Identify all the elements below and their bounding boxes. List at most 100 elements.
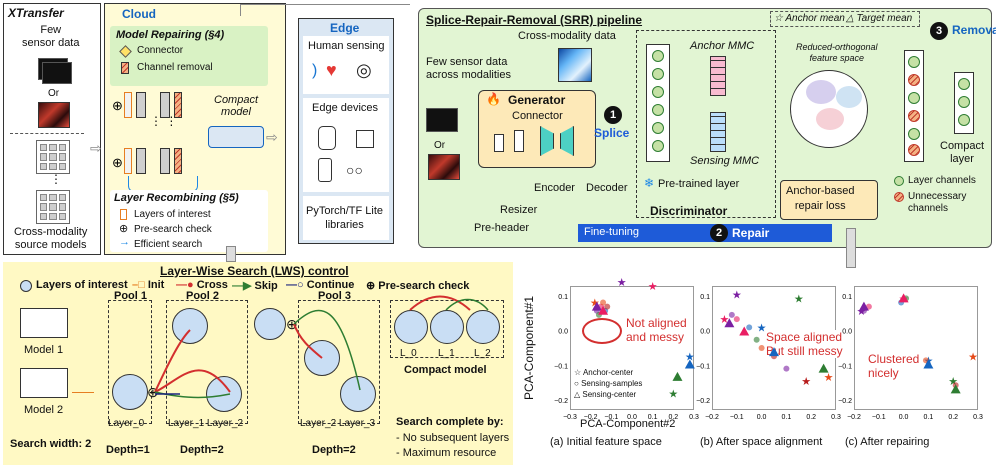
cloud-removal-2 (174, 148, 182, 174)
few-sensor-across-label: Few sensor data across modalities (426, 56, 511, 81)
cloud-layer-6 (160, 148, 170, 174)
efficient-search-legend-icon: → (119, 236, 130, 248)
srr-title: Splice-Repair-Removal (SRR) pipeline (426, 13, 643, 27)
feature-cluster-3 (816, 108, 844, 130)
step3-badge: 3 (930, 22, 948, 40)
condition2-label: - Maximum resource (396, 447, 497, 459)
sensing-center-point (672, 371, 683, 381)
x-tick-label: 0.3 (831, 414, 841, 421)
sensing-sample-point (733, 316, 740, 323)
model-repairing-box (110, 26, 268, 86)
layers-of-interest-legend-label: Layers of interest (134, 209, 211, 220)
x-tick-label: −0.2 (584, 414, 598, 421)
legend-skip: —▶ Skip (232, 280, 278, 292)
sensing-sample-point (758, 345, 765, 351)
layer1-node (172, 308, 208, 344)
chip-icon (356, 130, 374, 148)
compact-l2-label: L_2 (474, 348, 491, 359)
x-tick-label: 0.2 (668, 414, 678, 421)
anchor-center-point: ★ (590, 298, 600, 310)
y-tick-label: −0.2 (554, 398, 568, 405)
annotation-a: Not aligned and messy (626, 316, 687, 344)
x-tick-label: −0.2 (847, 414, 861, 421)
compact-model-lws-label: Compact model (404, 364, 487, 376)
lws-arrows (154, 295, 489, 399)
y-tick-label: 0.1 (700, 294, 710, 301)
cross-modality-image (558, 48, 592, 82)
feature-space-label: Reduced-orthogonal feature space (796, 42, 878, 63)
sensing-center-point (724, 318, 735, 328)
compact-l1-label: L_1 (438, 348, 455, 359)
anchor-center-point: ★ (668, 388, 678, 400)
anchor-mmc-bar (710, 56, 726, 96)
fingerprint-icon: ◎ (356, 60, 372, 80)
glasses-icon: ○○ (346, 162, 363, 178)
resizer-label: Resizer (500, 204, 538, 216)
compact-model-arrow: ⇨ (266, 129, 278, 145)
sensing-sample-point (728, 311, 735, 318)
compact-model-lws-box (390, 300, 504, 358)
depth2b-label: Depth=2 (312, 444, 356, 456)
y-tick-label: −0.2 (838, 398, 852, 405)
wifi-icon: ) (312, 62, 318, 79)
watch-icon (318, 126, 336, 150)
layers-of-interest-legend-icon (120, 209, 127, 220)
sensing-sample-point (604, 303, 611, 310)
pretrained-layer-column (646, 44, 670, 162)
sensing-sample-point (753, 336, 760, 343)
layer-node-2 (652, 68, 664, 80)
removal-node-2 (908, 74, 920, 86)
cloud-label: Cloud (122, 7, 156, 21)
layer0-label: Layer_0 (108, 418, 145, 429)
depth2a-label: Depth=2 (180, 444, 224, 456)
layer-node-6 (652, 140, 664, 152)
xtransfer-title: XTransfer (8, 6, 64, 20)
unnecessary-legend-icon (894, 192, 904, 202)
y-tick-label: −0.1 (554, 363, 568, 370)
srr-legend (770, 11, 920, 27)
x-tick-label: −0.1 (604, 414, 618, 421)
model2-label: Model 2 (24, 404, 64, 416)
repair-loss-box (780, 180, 878, 220)
sensing-center-point (769, 347, 779, 357)
sensing-sample-point (783, 365, 790, 372)
legend-layers-icon (20, 280, 32, 292)
preheader-shape (514, 130, 524, 152)
fine-tuning-bar (578, 224, 832, 242)
human-sensing-label: Human sensing (308, 40, 385, 52)
sensing-sample-point (600, 299, 607, 306)
cloud-layer-5 (136, 148, 146, 174)
encoder-label: Encoder (534, 182, 575, 194)
pool1-label: Pool 1 (114, 290, 148, 302)
compact-layer-label: Compact layer (940, 140, 985, 165)
pre-search-legend-label: Pre-search check (134, 224, 212, 235)
pool2-box (166, 300, 248, 424)
plus-node-2: ⊕ (112, 155, 123, 170)
channel-removal-legend-icon (121, 62, 129, 74)
x-tick-label: −0.2 (705, 414, 719, 421)
lws-title: Layer-Wise Search (LWS) control (160, 264, 349, 278)
compact-l2-node (466, 310, 500, 344)
anchor-mmc-label: Anchor MMC (690, 40, 755, 52)
cross-arrow-2 (154, 369, 231, 393)
libraries-card (303, 196, 389, 240)
generator-label: Generator (508, 93, 566, 107)
y-tick-label: −0.1 (838, 363, 852, 370)
cloud-layer-2 (136, 92, 146, 118)
plot-a-legend-anchor: ☆ Anchor-center (574, 368, 634, 377)
left-divider (10, 133, 84, 134)
pool2-label: Pool 2 (186, 290, 220, 302)
x-tick-label: 0.1 (648, 414, 658, 421)
libraries-label: PyTorch/TF Lite libraries (306, 205, 384, 231)
layer-recombining-title: Layer Recombining (§5) (114, 192, 239, 204)
y-tick-label: 0.1 (842, 294, 852, 301)
few-sensor-label: Few sensor data (22, 24, 80, 49)
x-tick-label: 0.3 (973, 414, 983, 421)
precheck-node-2: ⊕ (286, 316, 298, 332)
x-tick-label: 0.0 (757, 414, 767, 421)
x-tick-label: 0.2 (806, 414, 816, 421)
srr-heatmap-image (428, 154, 460, 180)
repair-label: Repair (732, 226, 770, 240)
x-tick-label: 0.2 (948, 414, 958, 421)
